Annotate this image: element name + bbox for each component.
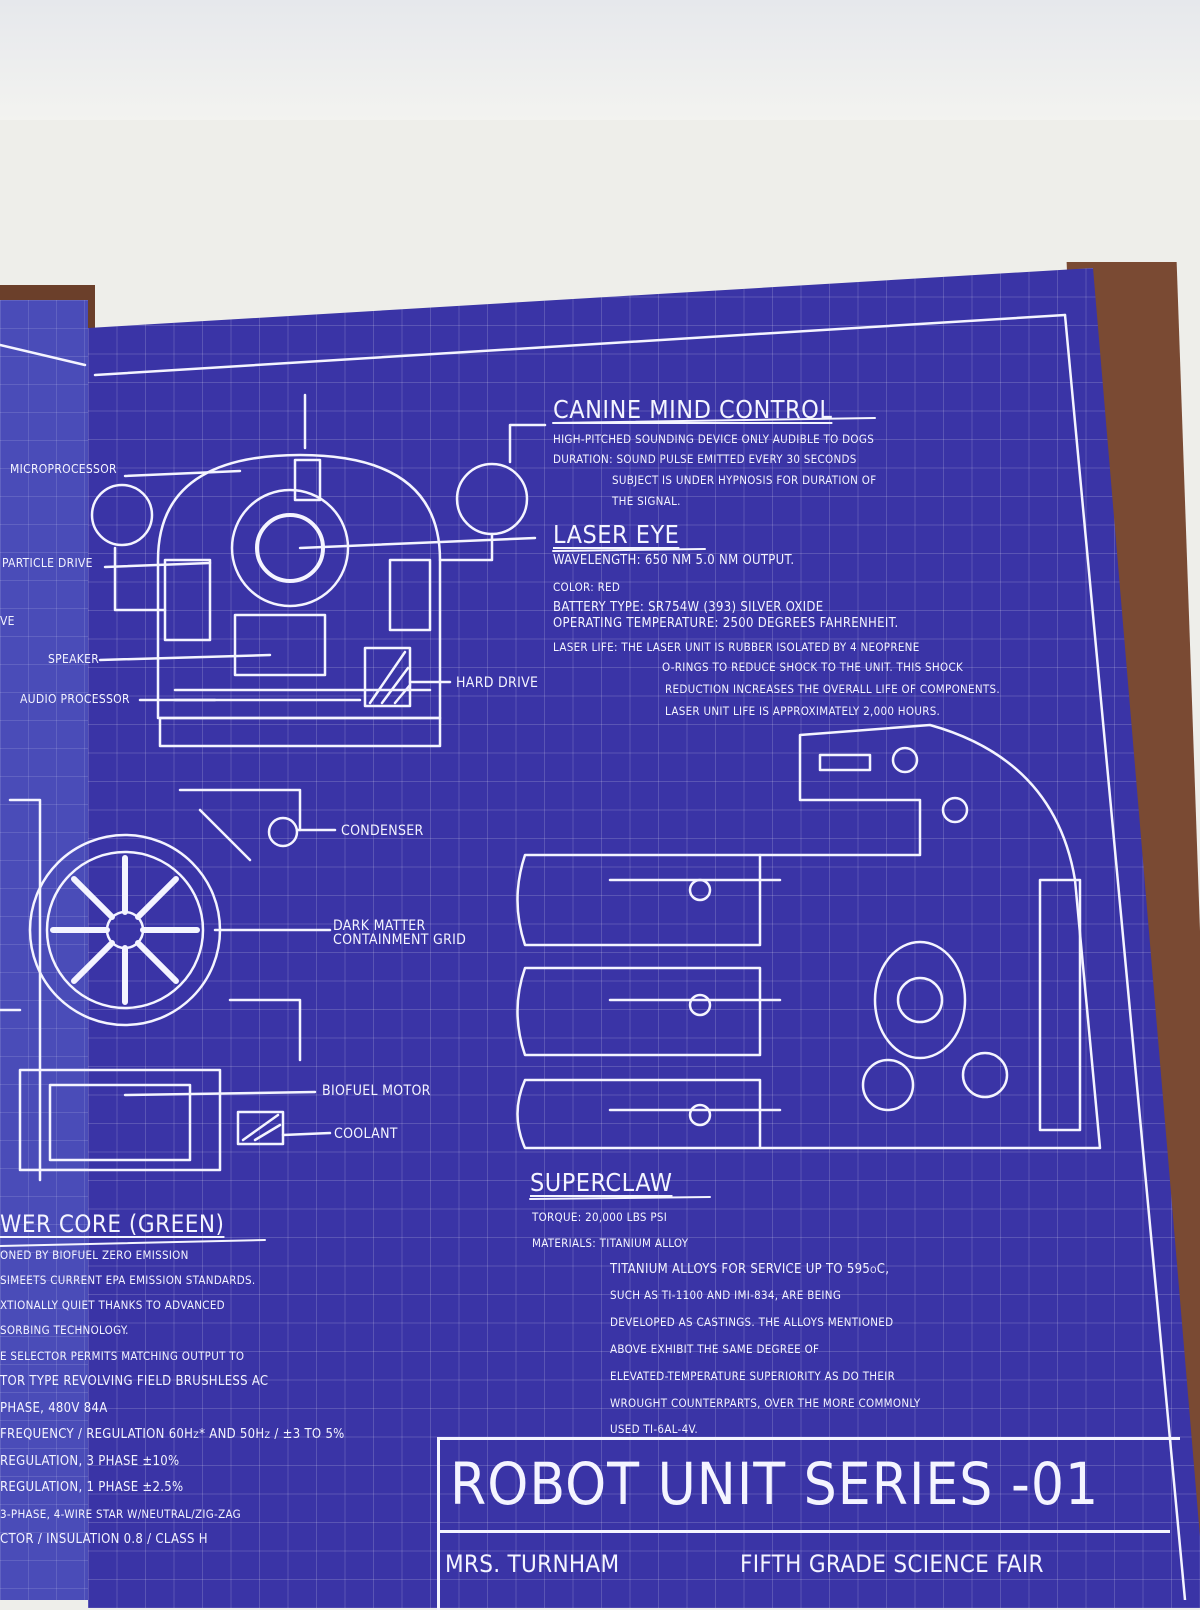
- laser-eye-line: REDUCTION INCREASES THE OVERALL LIFE OF …: [665, 682, 1000, 696]
- superclaw-line: ELEVATED-TEMPERATURE SUPERIORITY AS DO T…: [610, 1369, 896, 1383]
- power-core-line: REGULATION, 3 PHASE ±10%: [0, 1454, 180, 1469]
- underline-canine: [552, 417, 876, 424]
- power-core-line: 3-PHASE, 4-WIRE STAR W/NEUTRAL/ZIG-ZAG: [0, 1507, 241, 1521]
- teacher-name: MRS. TURNHAM: [445, 1550, 620, 1578]
- leader-coolant: [281, 1131, 332, 1137]
- label-left-fragment: VE: [0, 614, 15, 628]
- label-containment-grid: CONTAINMENT GRID: [333, 932, 467, 948]
- power-core-line: FREQUENCY / REGULATION 60Hz* AND 50Hz / …: [0, 1427, 345, 1442]
- superclaw-drawing: [516, 723, 1102, 1150]
- power-core-line: REGULATION, 1 PHASE ±2.5%: [0, 1480, 184, 1495]
- canine-heading: CANINE MIND CONTROL: [553, 395, 833, 424]
- title-block: [437, 1437, 1180, 1610]
- underline-power: [0, 1239, 266, 1247]
- leader-particle-drive: [103, 561, 212, 569]
- underline-superclaw: [529, 1196, 711, 1200]
- power-core-line: CTOR / INSULATION 0.8 / CLASS H: [0, 1532, 208, 1547]
- power-core-line: E SELECTOR PERMITS MATCHING OUTPUT TO: [0, 1349, 245, 1363]
- power-core-line: SORBING TECHNOLOGY.: [0, 1323, 129, 1337]
- laser-eye-line: LASER LIFE: THE LASER UNIT IS RUBBER ISO…: [553, 640, 920, 654]
- page-border-top: [93, 313, 1067, 377]
- left-page: [0, 300, 88, 1600]
- label-hard-drive: HARD DRIVE: [456, 675, 539, 691]
- label-condenser: CONDENSER: [341, 823, 424, 839]
- laser-eye-line: COLOR: RED: [553, 580, 621, 594]
- power-core-line: SIMEETS CURRENT EPA EMISSION STANDARDS.: [0, 1273, 256, 1287]
- superclaw-line: MATERIALS: TITANIUM ALLOY: [532, 1236, 689, 1250]
- page-border-right: [1063, 313, 1187, 1600]
- superclaw-line: USED TI-6AL-4V.: [610, 1422, 698, 1436]
- superclaw-line: ABOVE EXHIBIT THE SAME DEGREE OF: [610, 1342, 820, 1356]
- leader-biofuel: [123, 1090, 317, 1097]
- canine-line: HIGH-PITCHED SOUNDING DEVICE ONLY AUDIBL…: [553, 432, 875, 446]
- label-coolant: COOLANT: [334, 1126, 398, 1142]
- left-page-border: [0, 343, 87, 367]
- power-core-line: PHASE, 480V 84A: [0, 1401, 108, 1416]
- laser-eye-line: OPERATING TEMPERATURE: 2500 DEGREES FAHR…: [553, 616, 899, 631]
- label-dark-matter: DARK MATTER: [333, 918, 426, 934]
- robot-head-drawing: [90, 393, 547, 748]
- canine-line: SUBJECT IS UNDER HYPNOSIS FOR DURATION O…: [612, 473, 877, 487]
- power-core-drawing: [0, 788, 337, 1182]
- power-core-line: XTIONALLY QUIET THANKS TO ADVANCED: [0, 1298, 225, 1312]
- underline-laser: [552, 548, 706, 552]
- canine-line: THE SIGNAL.: [612, 494, 681, 508]
- leader-microprocessor: [123, 469, 242, 478]
- power-core-heading: WER CORE (GREEN): [0, 1210, 225, 1238]
- background-wall: [0, 0, 1200, 120]
- superclaw-line: TITANIUM ALLOYS FOR SERVICE UP TO 595oC,: [610, 1262, 890, 1277]
- laser-eye-line: O-RINGS TO REDUCE SHOCK TO THE UNIT. THI…: [662, 660, 964, 674]
- title-divider: [440, 1530, 1170, 1533]
- leader-speaker: [98, 653, 272, 662]
- leader-laser-eye: [298, 536, 537, 550]
- power-core-line: TOR TYPE REVOLVING FIELD BRUSHLESS AC: [0, 1374, 269, 1389]
- superclaw-line: WROUGHT COUNTERPARTS, OVER THE MORE COMM…: [610, 1396, 921, 1410]
- label-particle-drive: PARTICLE DRIVE: [2, 556, 93, 570]
- project-title: ROBOT UNIT SERIES -01: [450, 1450, 1100, 1518]
- blueprint-page: [88, 268, 1200, 1608]
- label-speaker: SPEAKER: [48, 652, 100, 666]
- laser-eye-line: BATTERY TYPE: SR754W (393) SILVER OXIDE: [553, 600, 824, 615]
- superclaw-line: DEVELOPED AS CASTINGS. THE ALLOYS MENTIO…: [610, 1315, 894, 1329]
- power-core-line: ONED BY BIOFUEL ZERO EMISSION: [0, 1248, 189, 1262]
- laser-eye-heading: LASER EYE: [553, 520, 680, 549]
- leader-canine: [508, 423, 547, 464]
- superclaw-line: SUCH AS TI-1100 AND IMI-834, ARE BEING: [610, 1288, 842, 1302]
- canine-line: DURATION: SOUND PULSE EMITTED EVERY 30 S…: [553, 452, 857, 466]
- label-microprocessor: MICROPROCESSOR: [10, 462, 117, 476]
- label-biofuel-motor: BIOFUEL MOTOR: [322, 1083, 431, 1099]
- label-audio-processor: AUDIO PROCESSOR: [20, 692, 130, 706]
- event-name: FIFTH GRADE SCIENCE FAIR: [740, 1550, 1044, 1578]
- superclaw-line: TORQUE: 20,000 LBS PSI: [532, 1210, 668, 1224]
- laser-eye-line: WAVELENGTH: 650 NM 5.0 NM OUTPUT.: [553, 553, 795, 568]
- laser-eye-line: LASER UNIT LIFE IS APPROXIMATELY 2,000 H…: [665, 704, 941, 718]
- superclaw-heading: SUPERCLAW: [530, 1168, 673, 1197]
